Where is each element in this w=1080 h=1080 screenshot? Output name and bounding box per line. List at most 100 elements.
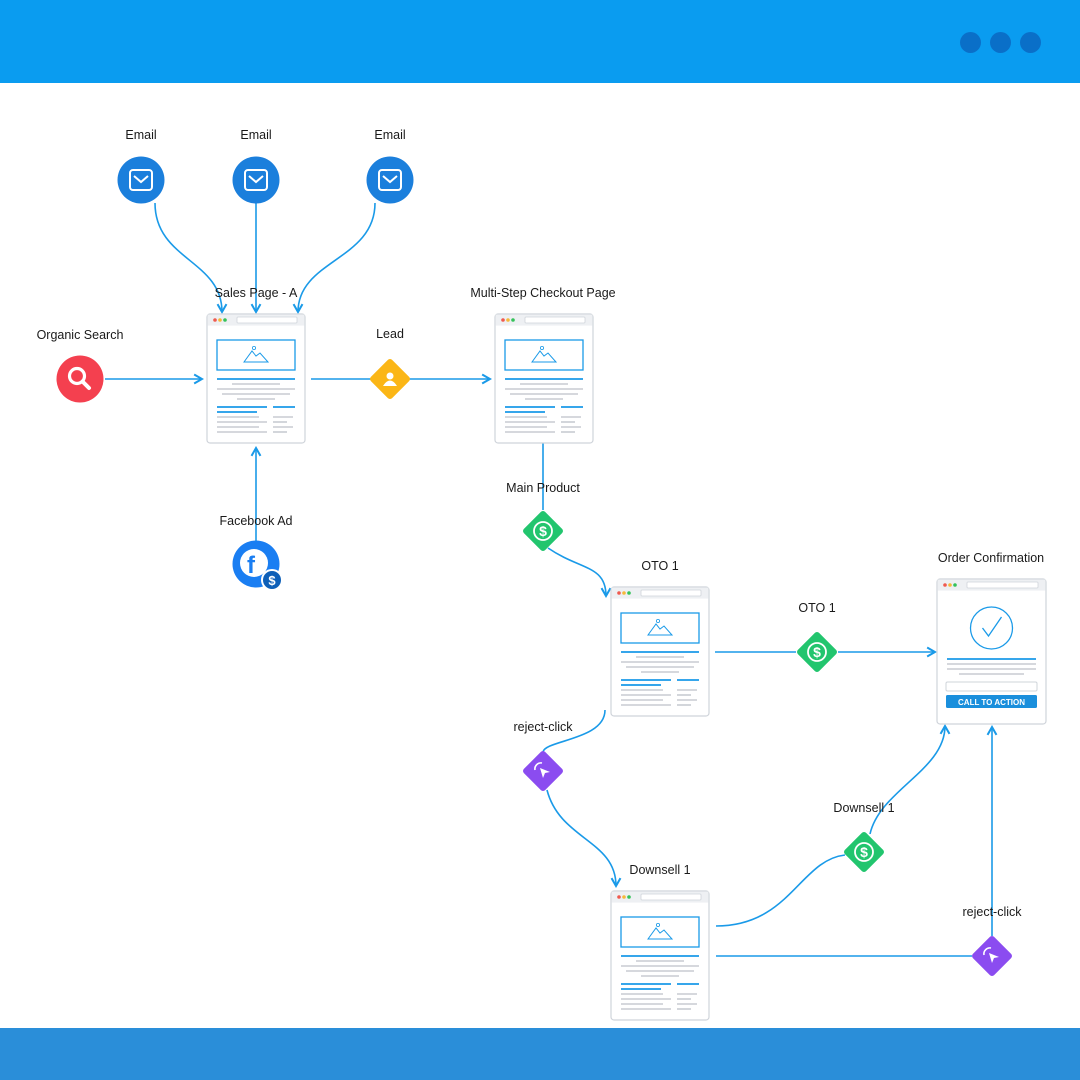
dollar-glyph: $ [860, 844, 868, 860]
dollar-icon [807, 642, 827, 662]
diamond-shape [797, 632, 837, 672]
organic-search-node[interactable] [56, 355, 104, 403]
address-bar [640, 589, 702, 597]
oto1-page[interactable] [610, 586, 710, 717]
dollar-glyph: $ [539, 523, 547, 539]
click-arc [534, 762, 543, 771]
connector [154, 202, 228, 315]
browser-dot [617, 895, 621, 899]
image-placeholder [216, 339, 296, 371]
browser-dot [213, 318, 217, 322]
user-icon-body [383, 380, 397, 386]
email-label: Email [240, 128, 272, 142]
facebook-icon [240, 549, 268, 577]
window-dot[interactable] [960, 32, 981, 53]
image-placeholder [504, 339, 584, 371]
mountain-icon [647, 623, 674, 636]
browser-dot [627, 591, 631, 595]
sales-page-label: Sales Page - A [214, 286, 298, 300]
search-icon-handle [80, 379, 91, 390]
reject-click-event[interactable] [971, 935, 1013, 977]
downsell1-event[interactable]: $ [843, 831, 885, 873]
window-dot[interactable] [1020, 32, 1041, 53]
browser-dot [617, 591, 621, 595]
organic-search-node-bg [56, 355, 104, 403]
mountain-icon [531, 350, 558, 363]
connector [542, 709, 606, 753]
check-icon [981, 616, 1003, 638]
downsell-page-label: Downsell 1 [629, 863, 691, 877]
browser-dot [501, 318, 505, 322]
address-bar [524, 316, 586, 324]
checkout-page-label: Multi-Step Checkout Page [470, 286, 616, 300]
email-node-bg [366, 156, 414, 204]
connector [292, 202, 376, 315]
dollar-badge-icon [261, 569, 283, 591]
email-node-bg [117, 156, 165, 204]
dollar-glyph: $ [813, 644, 821, 660]
oto1-page-label: OTO 1 [641, 559, 679, 573]
address-bar [236, 316, 298, 324]
window-dot[interactable] [990, 32, 1011, 53]
order-confirmation-label: Order Confirmation [937, 551, 1045, 565]
email-node[interactable] [232, 156, 280, 204]
sun-icon [656, 619, 661, 624]
envelope-icon [129, 169, 153, 191]
diamond-shape [844, 832, 884, 872]
downsell-page[interactable] [610, 890, 710, 1021]
organic-search-label: Organic Search [36, 328, 124, 342]
call-to-action-button[interactable] [946, 695, 1037, 708]
header-bar [0, 0, 1080, 83]
oto1-event-label: OTO 1 [798, 601, 836, 615]
envelope-icon [378, 169, 402, 191]
email-node[interactable] [117, 156, 165, 204]
browser-dot [943, 583, 947, 587]
oto1-event[interactable]: $ [796, 631, 838, 673]
envelope-flap [382, 175, 398, 184]
user-icon [386, 372, 394, 380]
connector [715, 854, 846, 927]
browser-dot [627, 895, 631, 899]
browser-dot [218, 318, 222, 322]
main-product-label: Main Product [506, 481, 580, 495]
mountain-icon [647, 927, 674, 940]
click-arc [983, 947, 992, 956]
envelope-flap [248, 175, 264, 184]
facebook-ad-node[interactable]: f$ [232, 540, 283, 591]
lead-event[interactable] [369, 358, 411, 400]
checkout-page[interactable] [494, 313, 594, 444]
envelope-icon [244, 169, 268, 191]
reject-click-event[interactable] [522, 750, 564, 792]
browser-dot [948, 583, 952, 587]
reject-click-label: reject-click [513, 720, 573, 734]
cursor-click-icon [989, 953, 999, 963]
image-placeholder [620, 916, 700, 948]
order-confirmation-page[interactable]: CALL TO ACTION [936, 578, 1047, 725]
browser-dot [953, 583, 957, 587]
call-to-action-label: CALL TO ACTION [958, 698, 1025, 707]
sales-page-a[interactable] [206, 313, 306, 444]
connector [547, 547, 612, 599]
sun-icon [540, 345, 545, 350]
reject-click-label: reject-click [962, 905, 1022, 919]
footer-bar [0, 1028, 1080, 1080]
cursor-click-icon [540, 768, 550, 778]
browser-dot [622, 591, 626, 595]
facebook-ad-label: Facebook Ad [219, 514, 293, 528]
address-bar [966, 581, 1039, 589]
browser-dot [511, 318, 515, 322]
form-input[interactable] [945, 681, 1038, 692]
email-node[interactable] [366, 156, 414, 204]
connector [546, 789, 622, 889]
dollar-icon [854, 842, 874, 862]
browser-dot [223, 318, 227, 322]
lead-label: Lead [376, 327, 404, 341]
main-product-event[interactable]: $ [522, 510, 564, 552]
envelope-flap [133, 175, 149, 184]
mountain-icon [243, 350, 270, 363]
sun-icon [656, 923, 661, 928]
downsell-event-label: Downsell 1 [833, 801, 895, 815]
address-bar [640, 893, 702, 901]
dollar-glyph: $ [268, 573, 276, 588]
